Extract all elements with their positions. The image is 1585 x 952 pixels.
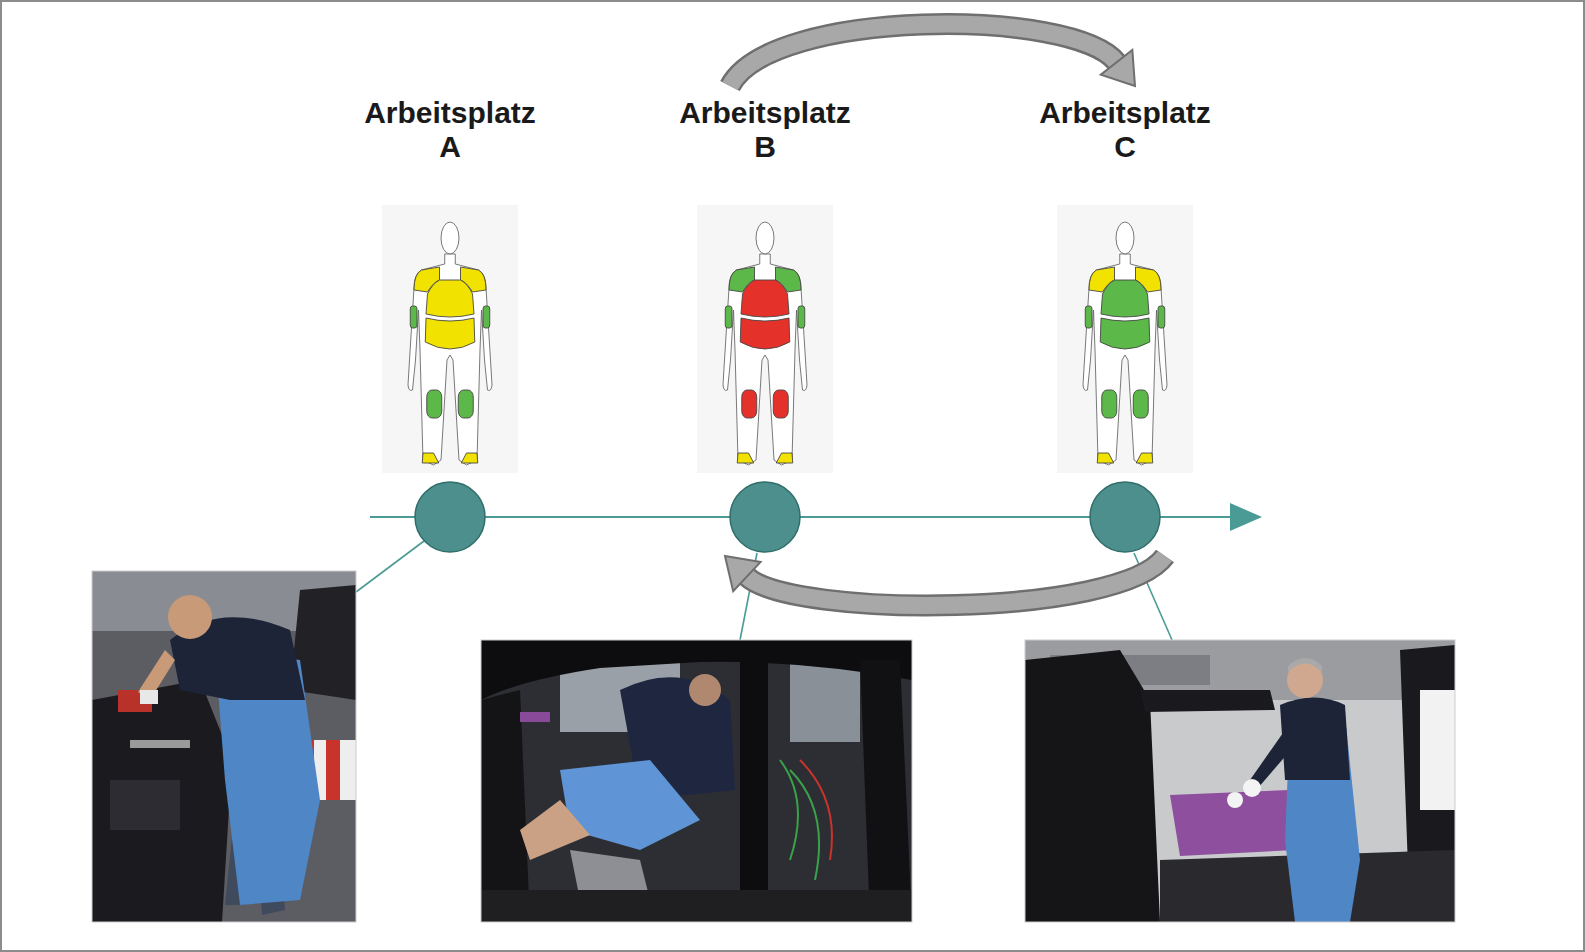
workplace-photo: [1025, 640, 1455, 922]
rotation-arrow: [725, 556, 1165, 605]
body-figure-part-part: [776, 453, 793, 463]
workplace-photo-part: [740, 660, 768, 922]
body-figure-part-part: [1102, 390, 1117, 418]
arrow-head: [725, 556, 761, 591]
body-figure-part-part: [408, 254, 492, 465]
workplace-photo-part: [1227, 792, 1243, 808]
workplace-photo-part: [800, 760, 832, 860]
workplace-photo-part: [92, 680, 232, 922]
body-figure-part-part: [427, 390, 442, 418]
workplace-photo-part: [1288, 658, 1322, 672]
workplace-photo-part: [1140, 690, 1275, 712]
body-figure-part-part: [1136, 453, 1153, 463]
body-figure-part-part: [410, 306, 417, 328]
timeline-part: [1230, 503, 1262, 531]
photo-border: [92, 571, 356, 922]
workplace-heading: Arbeitsplatz C: [1030, 96, 1220, 164]
station-circle: [415, 482, 1160, 552]
body-figure-part-part: [756, 222, 774, 254]
workplace-photo: [481, 640, 912, 922]
body-figure-part-part: [426, 280, 474, 317]
body-figure-part-part: [1101, 280, 1149, 317]
workplace-photo-part: [1250, 730, 1295, 788]
body-figure-part-part: [723, 254, 807, 465]
arrow-outline: [730, 24, 1117, 86]
body-figure: [1057, 205, 1193, 473]
workplace-photo-part: [314, 740, 356, 800]
arrow-head: [1101, 50, 1135, 86]
workplace-photo-part: [1170, 790, 1295, 856]
body-figure-part-part: [740, 318, 790, 349]
body-figure-part: [697, 205, 833, 473]
workplace-photo-part: [168, 595, 212, 639]
body-figure-part-part: [1116, 222, 1134, 254]
workplace-photo-part: [1420, 690, 1455, 810]
body-figure-part-part: [1100, 318, 1150, 349]
body-figure-part-part: [741, 280, 789, 317]
station-circle-part: [415, 482, 485, 552]
workplace-photo-part: [860, 660, 912, 922]
workplace-heading: Arbeitsplatz A: [355, 96, 545, 164]
body-figure: [697, 205, 833, 473]
body-figure-part-part: [1097, 453, 1114, 463]
photo-border: [1025, 640, 1455, 922]
body-figure-part-part: [1133, 390, 1148, 418]
workplace-photo-part-part: [340, 740, 356, 800]
workplace-station: Arbeitsplatz C: [1015, 86, 1235, 556]
workplace-photo-part: [110, 780, 180, 830]
body-figure-part: [408, 222, 492, 465]
workplace-photo-part: [481, 890, 912, 922]
workplace-station: Arbeitsplatz A: [340, 86, 560, 556]
workplace-photo-part-part: [326, 740, 340, 800]
workplace-photo-part: [140, 690, 158, 704]
workplace-heading: Arbeitsplatz B: [670, 96, 860, 164]
body-figure-part-part: [422, 453, 439, 463]
workplace-photo-part: [520, 712, 550, 722]
body-figure-part-part: [425, 318, 475, 349]
body-figure-part-part: [742, 390, 757, 418]
body-figure-part-part: [441, 222, 459, 254]
workplace-photo-part: [130, 740, 190, 748]
arrow-body: [730, 24, 1117, 86]
workplace-photo-part: [780, 760, 819, 880]
body-figure-part-part: [725, 306, 732, 328]
station-circle-part: [730, 482, 800, 552]
body-figure-part-part: [1158, 306, 1165, 328]
leader-line-part: [356, 541, 424, 592]
body-figure-part: [1057, 205, 1193, 473]
body-figure-part-part: [737, 453, 754, 463]
workplace-photo-part: [1025, 640, 1455, 922]
arrow-outline: [747, 556, 1165, 605]
workplace-photo-part: [1243, 779, 1261, 797]
body-figure-part: [1083, 222, 1167, 465]
workplace-photo-part: [481, 690, 530, 922]
workplace-photo-part: [92, 571, 356, 922]
arrow-body: [747, 556, 1165, 605]
body-figure-part-part: [773, 390, 788, 418]
workplace-photo-part: [1025, 650, 1160, 922]
body-figure-part-part: [1083, 254, 1167, 465]
body-figure-part-part: [461, 453, 478, 463]
body-figure-part-part: [483, 306, 490, 328]
body-figure: [382, 205, 518, 473]
workplace-photo: [92, 571, 356, 922]
workplace-station: Arbeitsplatz B: [655, 86, 875, 556]
photo-border: [481, 640, 912, 922]
leader-line: [356, 541, 1172, 640]
body-figure-part: [723, 222, 807, 465]
body-figure-part-part: [1085, 306, 1092, 328]
station-circle-part: [1090, 482, 1160, 552]
body-figure-part-part: [458, 390, 473, 418]
rotation-arrow: [730, 24, 1135, 86]
body-figure-part-part: [798, 306, 805, 328]
body-figure-part: [382, 205, 518, 473]
workplace-photo-part: [689, 674, 721, 706]
workplace-photo-part: [520, 800, 590, 860]
workplace-photo-part: [481, 640, 912, 922]
